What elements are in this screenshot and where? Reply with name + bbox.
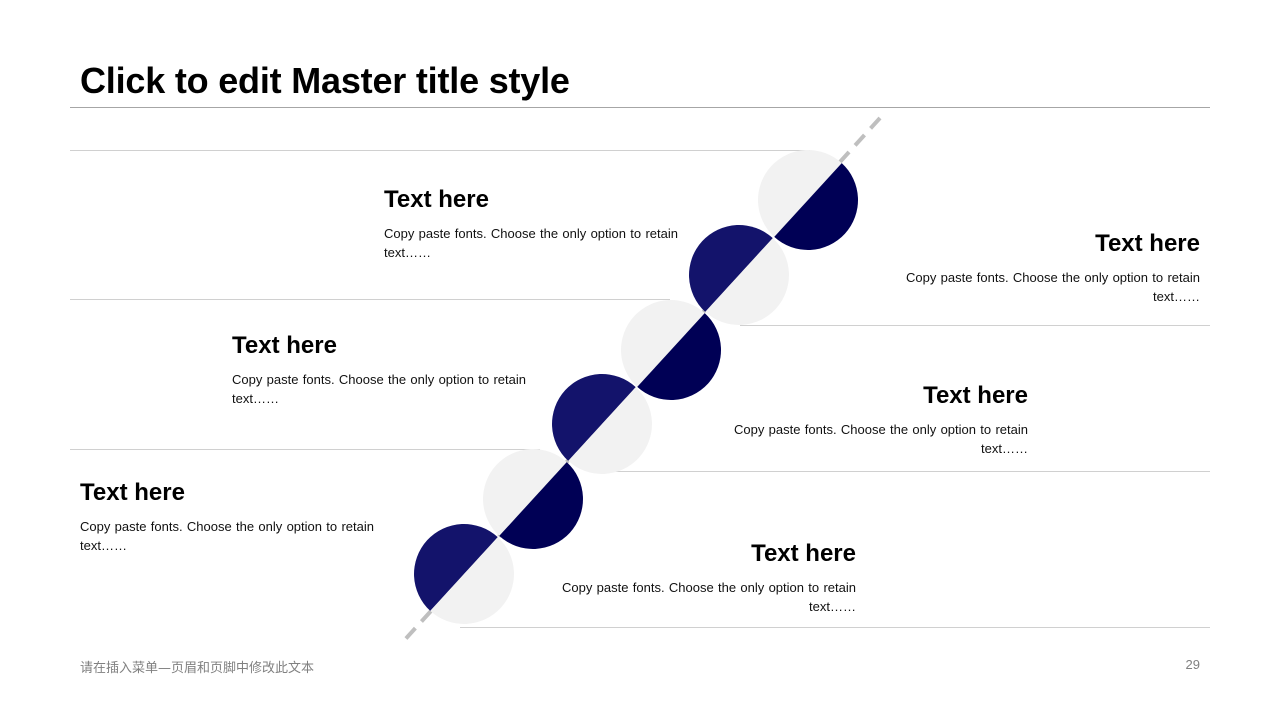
circle-half-left xyxy=(414,524,498,611)
circle-half-right xyxy=(499,462,583,549)
text-block-heading: Text here xyxy=(923,382,1028,409)
slide-title[interactable]: Click to edit Master title style xyxy=(80,60,570,101)
text-block-3[interactable]: Text here Copy paste fonts. Choose the o… xyxy=(232,332,526,408)
circle-half-left xyxy=(757,149,842,237)
circle-half-right xyxy=(430,537,514,624)
title-rule xyxy=(70,107,1210,108)
divider-line xyxy=(740,325,1210,326)
text-block-body: Copy paste fonts. Choose the only option… xyxy=(906,270,1200,304)
text-block-6[interactable]: Text here Copy paste fonts. Choose the o… xyxy=(562,540,856,616)
circle-half-left xyxy=(620,299,705,387)
divider-line xyxy=(70,150,810,151)
divider-line xyxy=(460,627,1210,628)
text-block-heading: Text here xyxy=(80,479,185,506)
divider-line xyxy=(600,471,1210,472)
footer-text[interactable]: 请在插入菜单—页眉和页脚中修改此文本 xyxy=(80,661,315,676)
page-number: 29 xyxy=(1185,657,1200,672)
text-block-body: Copy paste fonts. Choose the only option… xyxy=(562,580,856,614)
text-block-heading: Text here xyxy=(384,186,489,213)
text-block-4[interactable]: Text here Copy paste fonts. Choose the o… xyxy=(734,382,1028,458)
circle-half-right xyxy=(637,313,722,401)
circle-half-right xyxy=(705,238,789,325)
text-block-5[interactable]: Text here Copy paste fonts. Choose the o… xyxy=(80,479,374,555)
text-block-body: Copy paste fonts. Choose the only option… xyxy=(232,372,526,406)
divider-line xyxy=(70,299,670,300)
text-block-heading: Text here xyxy=(751,540,856,567)
text-block-heading: Text here xyxy=(1095,230,1200,257)
circle-half-left xyxy=(689,225,773,312)
text-block-body: Copy paste fonts. Choose the only option… xyxy=(734,422,1028,456)
text-block-body: Copy paste fonts. Choose the only option… xyxy=(384,226,678,260)
circle-half-left xyxy=(552,374,636,461)
divider-line xyxy=(70,449,540,450)
circle-half-left xyxy=(483,449,567,536)
text-block-body: Copy paste fonts. Choose the only option… xyxy=(80,519,374,553)
text-block-heading: Text here xyxy=(232,332,337,359)
circle-half-right xyxy=(774,163,859,251)
text-block-1[interactable]: Text here Copy paste fonts. Choose the o… xyxy=(384,186,678,262)
circle-half-right xyxy=(568,387,652,474)
text-block-2[interactable]: Text here Copy paste fonts. Choose the o… xyxy=(906,230,1200,306)
